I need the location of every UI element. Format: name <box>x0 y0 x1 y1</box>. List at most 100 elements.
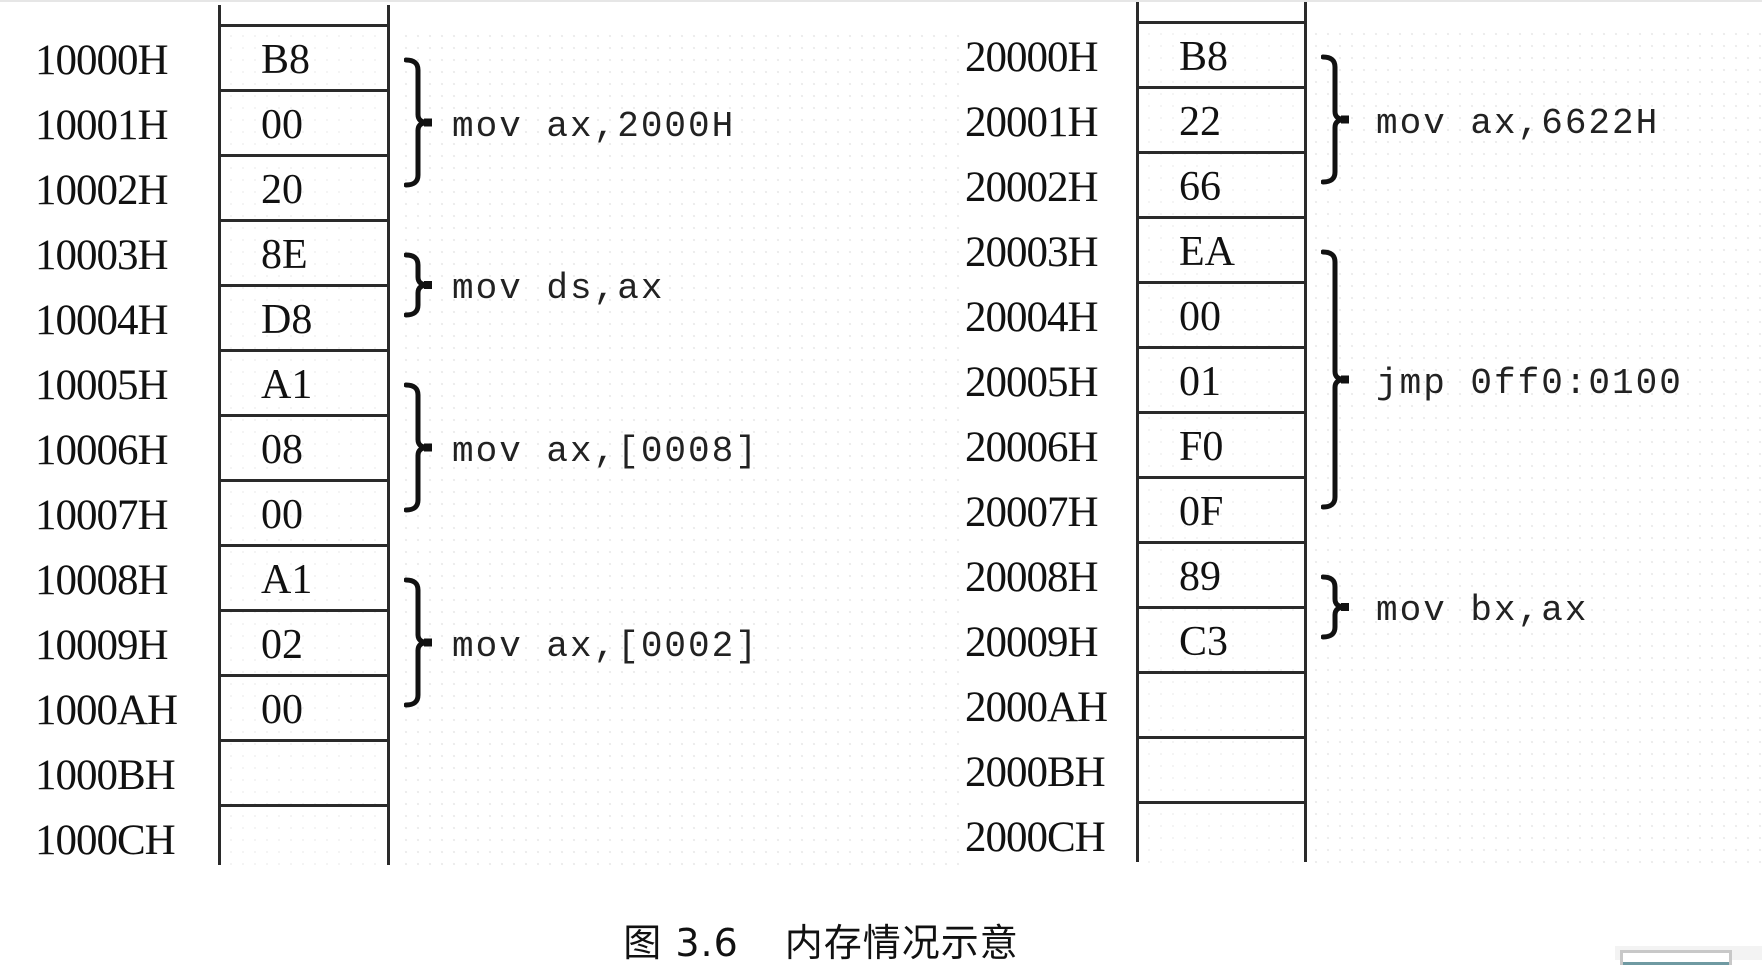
memory-cell-divider <box>1137 151 1307 154</box>
curly-brace-icon <box>1321 54 1349 185</box>
memory-address-label: 10009H <box>35 622 169 669</box>
memory-column-left-edge <box>1136 2 1139 862</box>
memory-cell-divider <box>1137 86 1307 89</box>
memory-cell-divider <box>1137 801 1307 804</box>
curly-brace-icon <box>404 57 432 188</box>
memory-address-label: 20004H <box>965 294 1099 341</box>
memory-address-label: 2000AH <box>965 684 1108 731</box>
memory-cell-divider <box>219 24 390 27</box>
instruction-annotation: jmp 0ff0:0100 <box>1376 362 1683 404</box>
memory-cell-divider <box>1137 541 1307 544</box>
memory-cell-value: 02 <box>261 622 303 668</box>
floating-widget-tab[interactable] <box>1620 950 1732 965</box>
memory-cell-divider <box>219 284 390 287</box>
memory-cell-divider <box>219 479 390 482</box>
memory-address-label: 1000AH <box>35 687 178 734</box>
memory-cell-divider <box>1137 281 1307 284</box>
memory-address-label: 1000CH <box>35 817 176 864</box>
memory-cell-value: C3 <box>1179 619 1229 665</box>
memory-address-label: 20009H <box>965 619 1099 666</box>
memory-address-label: 10008H <box>35 557 169 604</box>
memory-cell-divider <box>219 89 390 92</box>
memory-column-right-edge <box>1304 2 1307 862</box>
memory-cell-value: A1 <box>261 362 313 408</box>
memory-cell-divider <box>219 674 390 677</box>
curly-brace-icon <box>1321 249 1349 510</box>
memory-cell-divider <box>1137 21 1307 24</box>
memory-cell-divider <box>1137 346 1307 349</box>
memory-cell-divider <box>219 349 390 352</box>
memory-cell-value: 00 <box>1179 294 1221 340</box>
curly-brace-icon <box>404 577 432 708</box>
memory-address-label: 2000BH <box>965 749 1106 796</box>
memory-cell-value: F0 <box>1179 424 1224 470</box>
memory-cell-value: 01 <box>1179 359 1221 405</box>
memory-address-label: 20003H <box>965 229 1099 276</box>
instruction-annotation: mov ds,ax <box>452 268 665 309</box>
memory-cell-divider <box>219 219 390 222</box>
memory-cell-divider <box>219 544 390 547</box>
memory-cell-value: 22 <box>1179 99 1221 145</box>
memory-cell-value: A1 <box>261 557 313 603</box>
memory-cell-divider <box>219 804 390 807</box>
memory-cell-value: 89 <box>1179 554 1221 600</box>
memory-address-label: 10007H <box>35 492 169 539</box>
memory-address-label: 10006H <box>35 427 169 474</box>
memory-cell-divider <box>1137 736 1307 739</box>
top-border <box>0 0 1762 2</box>
memory-cell-divider <box>1137 671 1307 674</box>
memory-cell-value: 00 <box>261 687 303 733</box>
memory-address-label: 10000H <box>35 37 169 84</box>
memory-cell-value: 66 <box>1179 164 1221 210</box>
memory-address-label: 2000CH <box>965 814 1106 861</box>
memory-cell-value: 00 <box>261 102 303 148</box>
memory-column-right-edge <box>387 5 390 865</box>
memory-cell-value: 08 <box>261 427 303 473</box>
memory-cell-divider <box>1137 606 1307 609</box>
figure-number: 图 3.6 <box>623 921 739 965</box>
curly-brace-icon <box>404 252 432 318</box>
memory-address-label: 20007H <box>965 489 1099 536</box>
figure-caption: 图 3.6 内存情况示意 <box>0 912 1762 967</box>
background-texture <box>1310 28 1762 868</box>
memory-address-label: 20000H <box>965 34 1099 81</box>
memory-address-label: 20008H <box>965 554 1099 601</box>
memory-cell-divider <box>1137 216 1307 219</box>
background-texture <box>400 30 960 870</box>
instruction-annotation: mov ax,[0008] <box>452 430 759 472</box>
curly-brace-icon <box>1321 574 1349 640</box>
memory-address-label: 1000BH <box>35 752 176 799</box>
memory-cell-value: B8 <box>261 37 311 83</box>
memory-cell-divider <box>219 414 390 417</box>
memory-cell-divider <box>1137 411 1307 414</box>
memory-address-label: 10005H <box>35 362 169 409</box>
memory-column-left-edge <box>218 5 221 865</box>
memory-address-label: 10004H <box>35 297 169 344</box>
instruction-annotation: mov ax,2000H <box>452 105 736 147</box>
memory-cell-divider <box>219 739 390 742</box>
figure-title: 内存情况示意 <box>784 921 1019 965</box>
memory-cell-value: 0F <box>1179 489 1224 535</box>
memory-address-label: 10001H <box>35 102 169 149</box>
memory-address-label: 10003H <box>35 232 169 279</box>
memory-cell-value: B8 <box>1179 34 1229 80</box>
instruction-annotation: mov bx,ax <box>1376 590 1589 631</box>
memory-cell-divider <box>1137 476 1307 479</box>
memory-address-label: 20005H <box>965 359 1099 406</box>
instruction-annotation: mov ax,[0002] <box>452 625 759 667</box>
memory-cell-value: D8 <box>261 297 313 343</box>
background-texture <box>225 30 385 870</box>
memory-address-label: 20001H <box>965 99 1099 146</box>
memory-cell-value: 20 <box>261 167 303 213</box>
memory-address-label: 10002H <box>35 167 169 214</box>
curly-brace-icon <box>404 382 432 513</box>
memory-cell-value: 00 <box>261 492 303 538</box>
instruction-annotation: mov ax,6622H <box>1376 102 1660 144</box>
memory-cell-value: EA <box>1179 229 1235 275</box>
memory-cell-divider <box>219 609 390 612</box>
memory-cell-value: 8E <box>261 232 308 278</box>
memory-address-label: 20002H <box>965 164 1099 211</box>
memory-cell-divider <box>219 154 390 157</box>
memory-address-label: 20006H <box>965 424 1099 471</box>
background-texture <box>1143 28 1303 868</box>
